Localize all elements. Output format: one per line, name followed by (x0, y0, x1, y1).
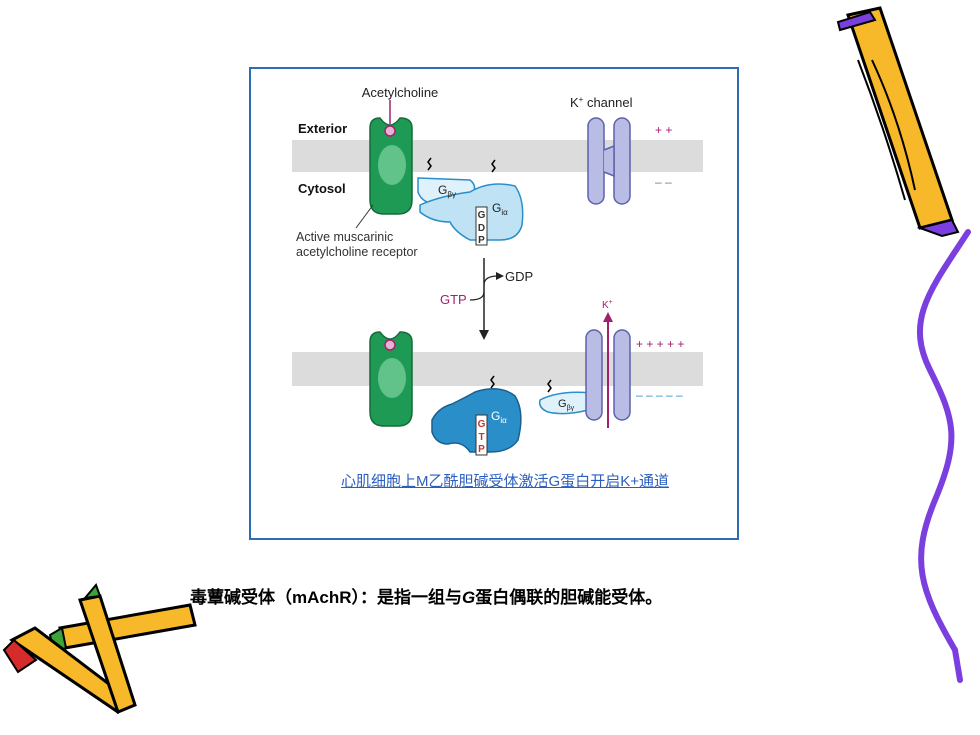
gtp-letter-3: P (478, 444, 485, 455)
membrane-bottom (292, 352, 703, 386)
bottom-positive-charges: + + + + + (636, 337, 684, 351)
top-negative-charges: – – (655, 175, 672, 189)
gtp-letter-2: T (478, 432, 484, 443)
bottom-negative-charges: – – – – – (636, 388, 683, 402)
g-alpha-bottom-label: Giα (491, 409, 507, 425)
acetylcholine-molecule (384, 125, 396, 137)
top-positive-charges: + + (655, 123, 672, 137)
k-channel-top-left (587, 117, 605, 205)
exterior-label: Exterior (298, 121, 347, 136)
g-alpha-top (419, 183, 524, 241)
g-alpha-top-label: Giα (492, 201, 508, 217)
k-channel-label: K+ channel (570, 95, 633, 110)
g-beta-gamma-bottom (538, 391, 591, 415)
k-channel-bottom-left (585, 329, 603, 421)
k-plus-label: K+ (602, 299, 613, 311)
receptor-label-line2: acetylcholine receptor (296, 245, 418, 259)
receptor-label-line1: Active muscarinic (296, 230, 393, 244)
wavy-line-decoration (917, 229, 971, 683)
g-beta-gamma-top-label: Gβγ (438, 183, 456, 199)
gdp-letter-3: P (478, 235, 485, 246)
definition-text: 毒蕈碱受体（mAchR）：是指一组与G蛋白偶联的胆碱能受体。 (190, 588, 663, 607)
gdp-letter-2: D (478, 223, 485, 234)
gdp-label: GDP (505, 269, 533, 284)
gdp-letter-1: G (478, 210, 486, 221)
membrane-top (292, 140, 703, 172)
acetylcholine-label: Acetylcholine (362, 85, 439, 100)
k-channel-bottom-right (613, 329, 631, 421)
pencils-icon (2, 583, 197, 714)
g-beta-gamma-bottom-label: Gβγ (558, 398, 575, 412)
pencil-icon (836, 6, 960, 238)
cytosol-label: Cytosol (298, 181, 346, 196)
gtp-letter-1: G (478, 419, 486, 430)
gtp-label: GTP (440, 292, 467, 307)
k-channel-top-right (613, 117, 631, 205)
figure-caption: 心肌细胞上M乙酰胆碱受体激活G蛋白开启K+通道 (341, 473, 669, 490)
